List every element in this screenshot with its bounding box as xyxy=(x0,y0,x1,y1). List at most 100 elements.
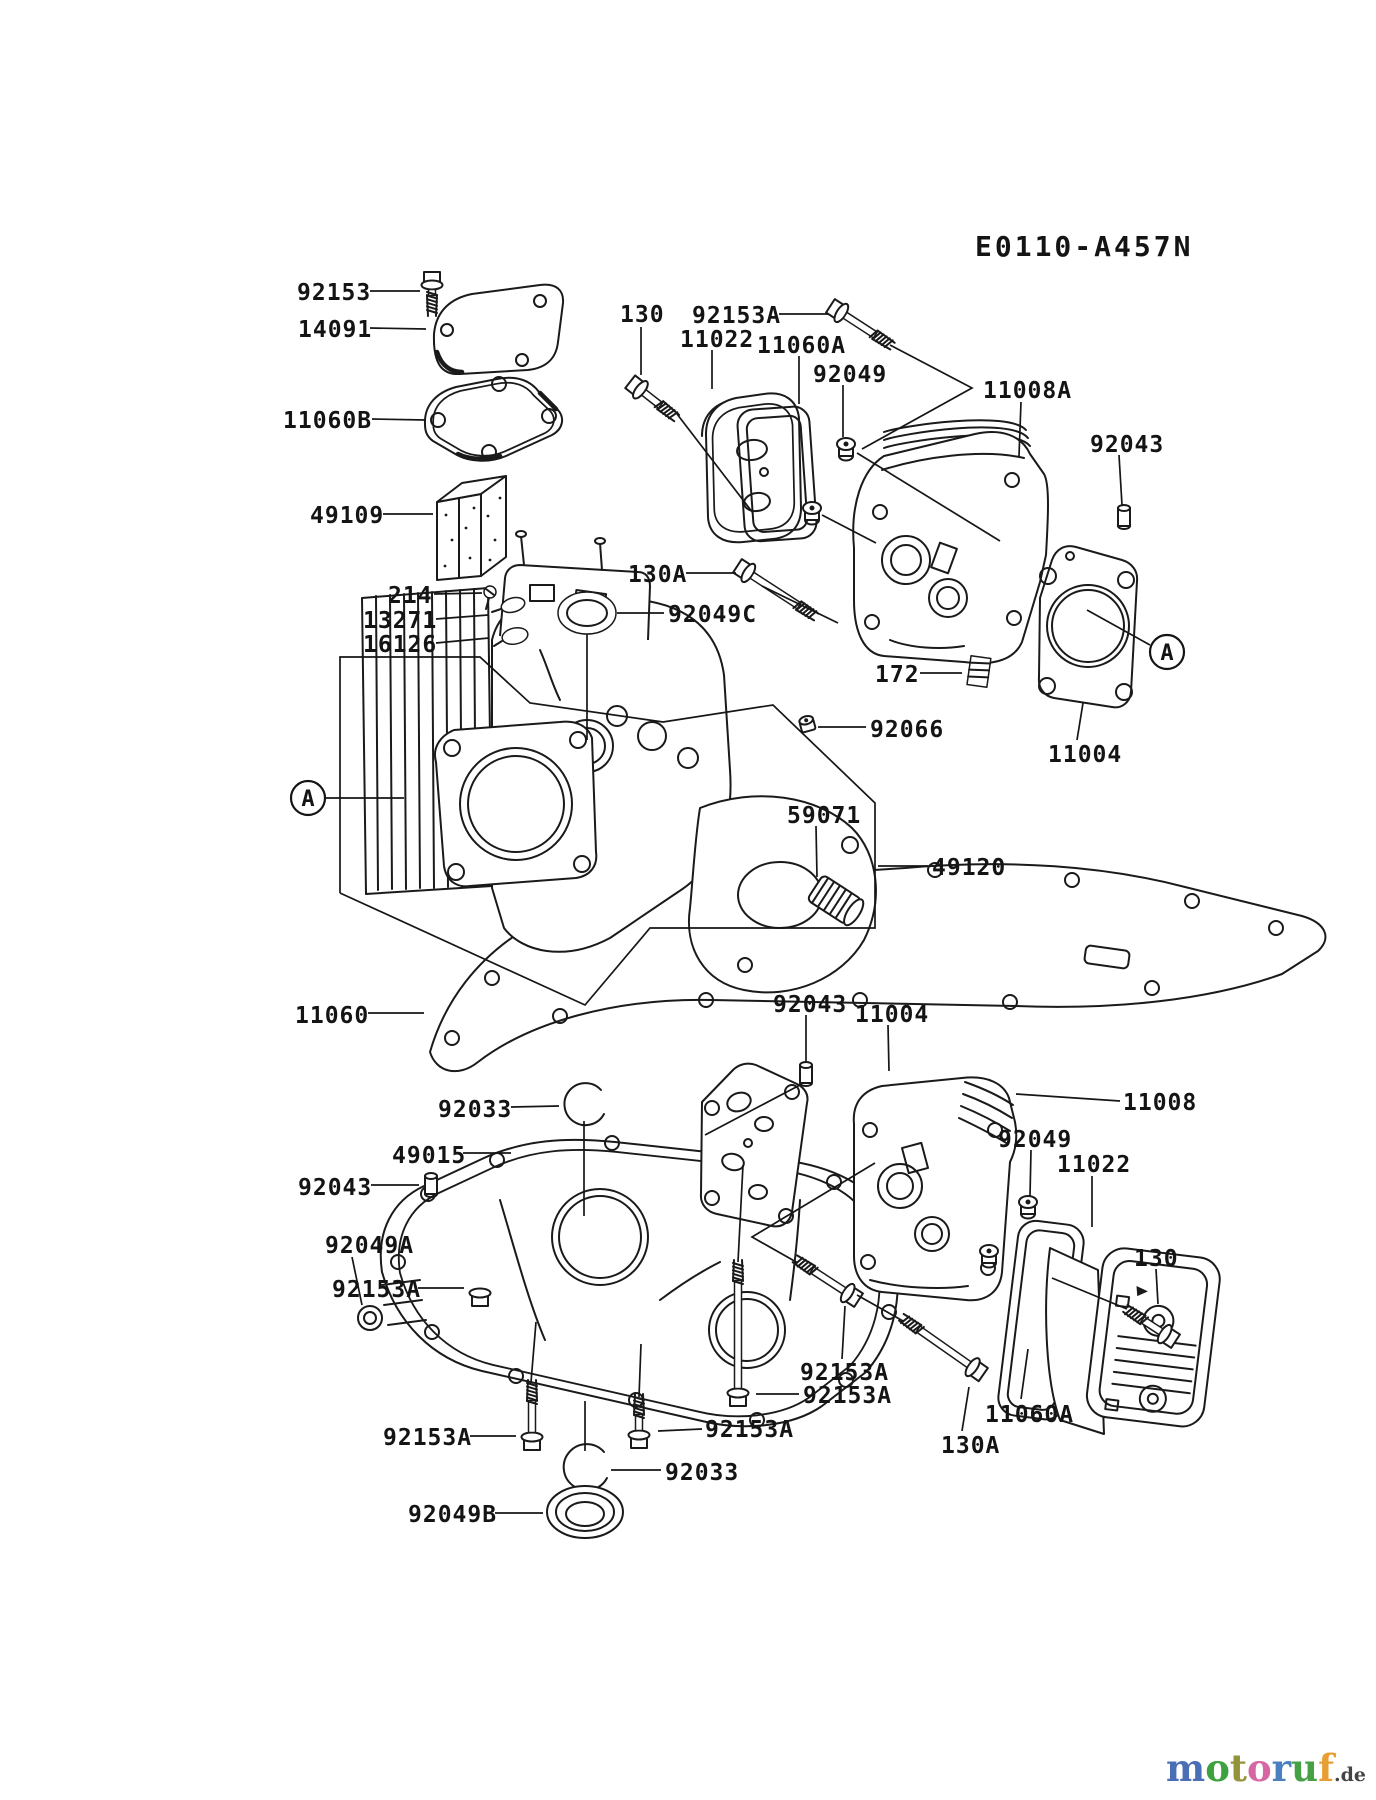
ref-marker-letter: A xyxy=(301,787,314,812)
leader-line xyxy=(815,825,818,878)
leader-line xyxy=(861,344,974,450)
watermark-logo: motoruf.de xyxy=(1166,1746,1366,1790)
ref-marker-leader xyxy=(1086,609,1151,646)
screw-214-drawing xyxy=(483,585,497,610)
grommet xyxy=(802,501,822,526)
leader-line xyxy=(761,585,839,624)
leader-line xyxy=(351,1256,363,1306)
watermark-letter: t xyxy=(1229,1746,1247,1790)
plug-92066-drawing xyxy=(798,714,817,734)
head-gasket-top-drawing xyxy=(1037,545,1139,709)
part-label-49109: 49109 xyxy=(310,503,384,529)
dowel-pin xyxy=(1117,504,1131,530)
ref-marker-letter: A xyxy=(1160,641,1173,666)
watermark-letter: f xyxy=(1318,1746,1334,1790)
part-label-92049A: 92049A xyxy=(325,1233,414,1259)
ref-marker-circle xyxy=(289,779,327,817)
leader-line xyxy=(750,1162,876,1264)
muffler-gasket-top-drawing xyxy=(736,405,818,543)
part-label-92033: 92033 xyxy=(665,1460,739,1486)
breather-plug-59071-drawing xyxy=(807,875,865,927)
leader-line xyxy=(1118,454,1123,506)
part-label-92066: 92066 xyxy=(870,717,944,743)
valve-cover-drawing xyxy=(432,283,565,376)
leader-line xyxy=(1155,1268,1159,1305)
part-label-92153A: 92153A xyxy=(332,1277,421,1303)
grommet xyxy=(979,1244,999,1269)
part-label-11060B: 11060B xyxy=(283,408,372,434)
grommet xyxy=(1018,1195,1038,1220)
leader-line xyxy=(856,1294,904,1322)
engine-parts-artwork xyxy=(357,283,1327,1539)
part-label-11004: 11004 xyxy=(855,1002,929,1028)
clip-13271-drawing xyxy=(491,596,526,614)
leader-line xyxy=(371,418,427,421)
part-label-49015: 49015 xyxy=(392,1143,466,1169)
leader-line xyxy=(887,1024,890,1072)
part-label-11008: 11008 xyxy=(1123,1090,1197,1116)
leader-line xyxy=(530,1321,537,1383)
bolt xyxy=(825,298,896,351)
leader-line xyxy=(435,637,490,644)
leader-line xyxy=(510,1105,560,1108)
leader-line xyxy=(1029,1149,1032,1197)
snap-ring-92033-top-drawing xyxy=(563,1082,605,1127)
part-label-92049C: 92049C xyxy=(668,602,757,628)
filter-element-drawing xyxy=(436,475,507,581)
part-label-11022: 11022 xyxy=(1057,1152,1131,1178)
watermark-letter: r xyxy=(1271,1746,1292,1790)
leader-line xyxy=(1051,1277,1128,1310)
bolt xyxy=(1122,1304,1181,1349)
part-label-130: 130 xyxy=(620,302,665,328)
leader-line xyxy=(841,1305,846,1360)
leader-line xyxy=(676,413,754,514)
watermark-letter: o xyxy=(1246,1746,1272,1790)
leader-line xyxy=(737,1164,744,1263)
part-label-11060A: 11060A xyxy=(757,333,846,359)
leader-line xyxy=(638,1343,642,1398)
grommet xyxy=(836,437,856,462)
part-label-92153A: 92153A xyxy=(800,1360,889,1386)
part-label-130A: 130A xyxy=(628,562,687,588)
leader-line xyxy=(433,592,483,595)
dowel-pin xyxy=(424,1172,438,1198)
muffler-cover-lower-drawing xyxy=(1045,1247,1221,1435)
part-label-92043: 92043 xyxy=(773,992,847,1018)
bolt xyxy=(468,1287,492,1307)
pin-16126-drawing xyxy=(493,626,529,647)
leader-line xyxy=(704,1084,801,1136)
oil-seal-92049B-drawing xyxy=(546,1485,624,1539)
leader-line xyxy=(1018,401,1022,457)
diagram-code: E0110-A457N xyxy=(975,230,1193,263)
part-label-92043: 92043 xyxy=(298,1175,372,1201)
leader-line xyxy=(435,614,489,620)
bolt xyxy=(726,1259,750,1407)
spring-172-drawing xyxy=(966,654,992,688)
cylinder-head-lower-drawing xyxy=(852,1076,1018,1302)
part-label-92049: 92049 xyxy=(998,1127,1072,1153)
dowel-pin xyxy=(799,1061,813,1087)
bolt xyxy=(627,1393,651,1449)
part-label-11022: 11022 xyxy=(680,327,754,353)
bolt xyxy=(898,1312,989,1383)
leader-line xyxy=(369,327,427,330)
watermark-letter: u xyxy=(1291,1746,1319,1790)
part-label-92153: 92153 xyxy=(297,280,371,306)
part-label-11060A: 11060A xyxy=(985,1402,1074,1428)
cylinder-crankcase-drawing xyxy=(361,530,877,994)
muffler-cover-top-drawing xyxy=(701,392,802,544)
part-label-92049B: 92049B xyxy=(408,1502,497,1528)
bolt xyxy=(520,1379,544,1451)
part-label-92153A: 92153A xyxy=(383,1425,472,1451)
leader-line xyxy=(856,452,1001,542)
leader-line xyxy=(1020,1348,1029,1400)
leader-line xyxy=(1015,1093,1121,1102)
part-label-92049: 92049 xyxy=(813,362,887,388)
part-label-49120: 49120 xyxy=(932,855,1006,881)
part-label-92153A: 92153A xyxy=(803,1383,892,1409)
part-label-11008A: 11008A xyxy=(983,378,1072,404)
watermark-letter: m xyxy=(1166,1746,1206,1790)
seal-ring-92049C-drawing xyxy=(557,591,617,635)
